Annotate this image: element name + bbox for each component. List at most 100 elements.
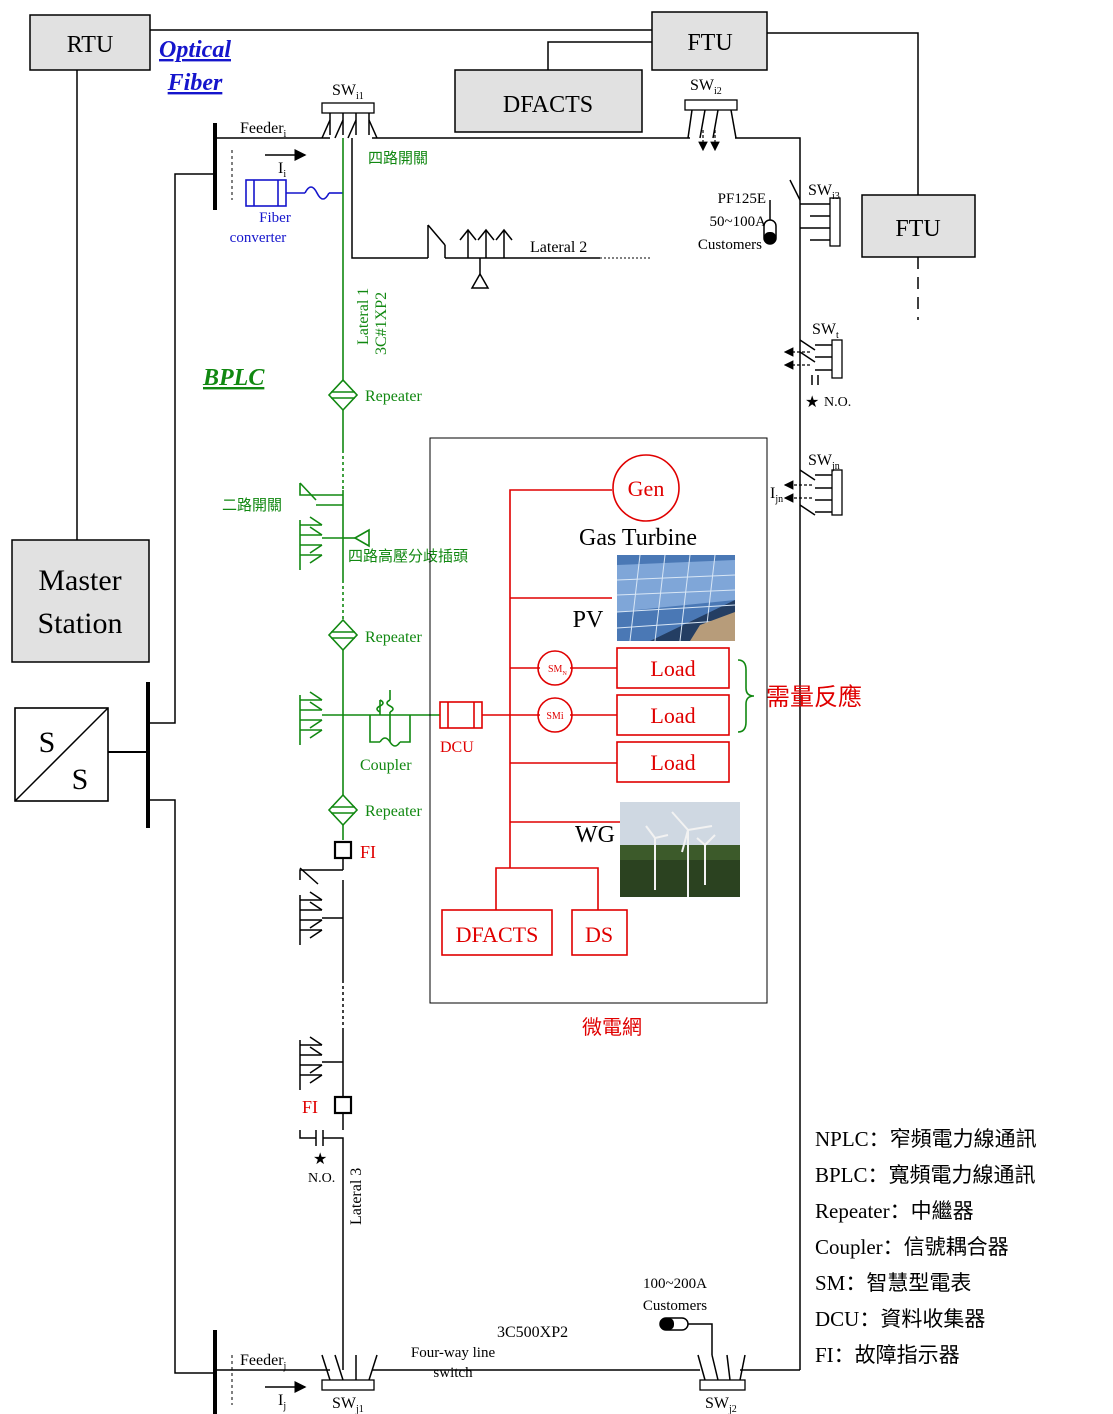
sw-t-label: SWt [812, 321, 839, 341]
sw-j1-label: SWj1 [332, 1395, 364, 1414]
lateral1-label: Lateral 1 [355, 288, 372, 345]
repeater-label-1: Repeater [365, 388, 423, 405]
repeater-2[interactable]: Repeater [327, 618, 423, 652]
bplc-label: BPLC [202, 365, 265, 391]
svg-text:Load: Load [650, 656, 695, 681]
svg-text:Customers: Customers [698, 237, 762, 253]
fault-indicator-2[interactable]: FI [302, 1095, 353, 1117]
fi-label-1: FI [360, 842, 376, 862]
ftu-right-box[interactable]: FTU [861, 194, 976, 258]
fi-label-2: FI [302, 1097, 318, 1117]
four-way-tap-2[interactable] [299, 691, 440, 745]
lateral1-lower: ★ N.O. Lateral 3 [299, 858, 365, 1370]
ds-box[interactable]: DS [571, 909, 628, 956]
current-j-label: Ij [278, 1392, 286, 1412]
switch-sw-i3[interactable]: SWi3 [789, 179, 841, 247]
svg-text:Optical: Optical [159, 37, 231, 63]
feeder-i-label: Feederi [240, 120, 287, 140]
wg-label: WG [575, 822, 615, 848]
svg-text:50~100A: 50~100A [710, 214, 767, 230]
smart-meter-n[interactable]: SMN [537, 650, 573, 686]
repeater-1[interactable]: Repeater [327, 378, 423, 412]
microgrid-label: 微電網 [582, 1016, 642, 1039]
microgrid-bus [482, 489, 620, 910]
switch-sw-i2[interactable]: SWi2 [684, 77, 738, 152]
substation-bus [108, 173, 215, 1374]
svg-text:PF125E: PF125E [718, 191, 766, 207]
no-label-lower: N.O. [308, 1171, 335, 1186]
svg-text:Load: Load [650, 750, 695, 775]
load-2[interactable]: Load [616, 694, 730, 736]
svg-text:S: S [72, 763, 89, 796]
smart-meter-i[interactable]: SMi [537, 697, 573, 733]
optical-fiber-label: Optical Fiber [159, 37, 231, 96]
sw-j2-label: SWj2 [705, 1395, 737, 1414]
svg-text:switch: switch [433, 1365, 473, 1381]
comm-lines [76, 29, 919, 540]
four-way-tap-1[interactable]: 四路高壓分歧插頭 [299, 516, 468, 570]
fiber-converter[interactable]: Fiber converter [230, 179, 343, 246]
sw-i3-label: SWi3 [808, 182, 840, 202]
dfacts-top-box[interactable]: DFACTS [454, 69, 643, 133]
four-way-switch-zh: 四路開關 [368, 150, 428, 167]
four-way-line-switch-label: Four-way line switch [411, 1345, 496, 1381]
dcu[interactable]: DCU [439, 701, 483, 756]
legend-item: SM：智慧型電表 [815, 1271, 971, 1295]
sw-jn-label: SWjn [808, 452, 840, 472]
legend-item: BPLC：寬頻電力線通訊 [815, 1163, 1036, 1187]
svg-text:Master: Master [38, 564, 121, 597]
ftu-top-label: FTU [687, 30, 732, 56]
repeater-label-2: Repeater [365, 629, 423, 646]
legend-item: Repeater：中繼器 [815, 1199, 974, 1223]
ftu-top-box[interactable]: FTU [651, 11, 768, 71]
dfacts-top-label: DFACTS [503, 92, 593, 118]
switch-sw-j2[interactable]: SWj2 [697, 1354, 746, 1414]
legend: NPLC：窄頻電力線通訊 BPLC：寬頻電力線通訊 Repeater：中繼器 C… [815, 1127, 1037, 1367]
svg-text:DFACTS: DFACTS [456, 922, 539, 947]
feeder-i: Feederi Ii [213, 120, 330, 210]
rtu-label: RTU [67, 32, 114, 58]
four-way-tap-zh: 四路高壓分歧插頭 [348, 548, 468, 565]
svg-text:Fiber: Fiber [259, 210, 291, 226]
lateral1-line: Lateral 1 3C#1XP2 [342, 138, 390, 840]
repeater-3[interactable]: Repeater [327, 793, 423, 827]
svg-text:Gen: Gen [628, 476, 665, 501]
gas-turbine-label: Gas Turbine [579, 525, 697, 551]
svg-text:DS: DS [585, 922, 613, 947]
wg-image [620, 802, 740, 897]
star-icon: ★ [313, 1151, 327, 1168]
two-way-switch[interactable]: 二路開關 [222, 482, 343, 514]
fault-indicator-1[interactable]: FI [333, 840, 376, 862]
rtu-box[interactable]: RTU [29, 14, 151, 71]
svg-text:converter: converter [230, 230, 287, 246]
demand-response-zh: 需量反應 [766, 684, 862, 711]
dfacts-mg-box[interactable]: DFACTS [441, 909, 553, 956]
current-jn-label: Ijn [770, 485, 783, 505]
star-icon: ★ [805, 394, 819, 411]
legend-item: DCU：資料收集器 [815, 1307, 985, 1331]
switch-sw-i1[interactable]: SWi1 [321, 82, 378, 139]
customers-200: 100~200A Customers [643, 1276, 713, 1355]
microgrid-frame: 微電網 [429, 437, 768, 1039]
sw-i2-label: SWi2 [690, 77, 722, 97]
svg-text:SMi: SMi [546, 711, 563, 722]
demand-response: 需量反應 [737, 659, 862, 733]
two-way-switch-zh: 二路開關 [222, 497, 282, 514]
gen-circle[interactable]: Gen [612, 454, 680, 522]
svg-text:Load: Load [650, 703, 695, 728]
master-station-box[interactable]: Master Station [11, 539, 150, 663]
load-1[interactable]: Load [616, 647, 730, 689]
feeder-j: Feederj Ij [213, 1330, 330, 1414]
cable-3c500-label: 3C500XP2 [497, 1324, 568, 1341]
legend-item: NPLC：窄頻電力線通訊 [815, 1127, 1037, 1151]
switch-sw-j1[interactable]: SWj1 [321, 1354, 378, 1414]
no-label-t: N.O. [824, 395, 851, 410]
svg-text:Customers: Customers [643, 1298, 707, 1314]
coupler[interactable]: Coupler [360, 690, 412, 774]
substation-box[interactable]: S S [14, 707, 109, 802]
switch-sw-jn[interactable]: SWjn Ijn [770, 452, 843, 516]
load-3[interactable]: Load [616, 741, 730, 783]
coupler-label: Coupler [360, 757, 412, 774]
switch-sw-t[interactable]: SWt ★ N.O. [783, 321, 851, 411]
